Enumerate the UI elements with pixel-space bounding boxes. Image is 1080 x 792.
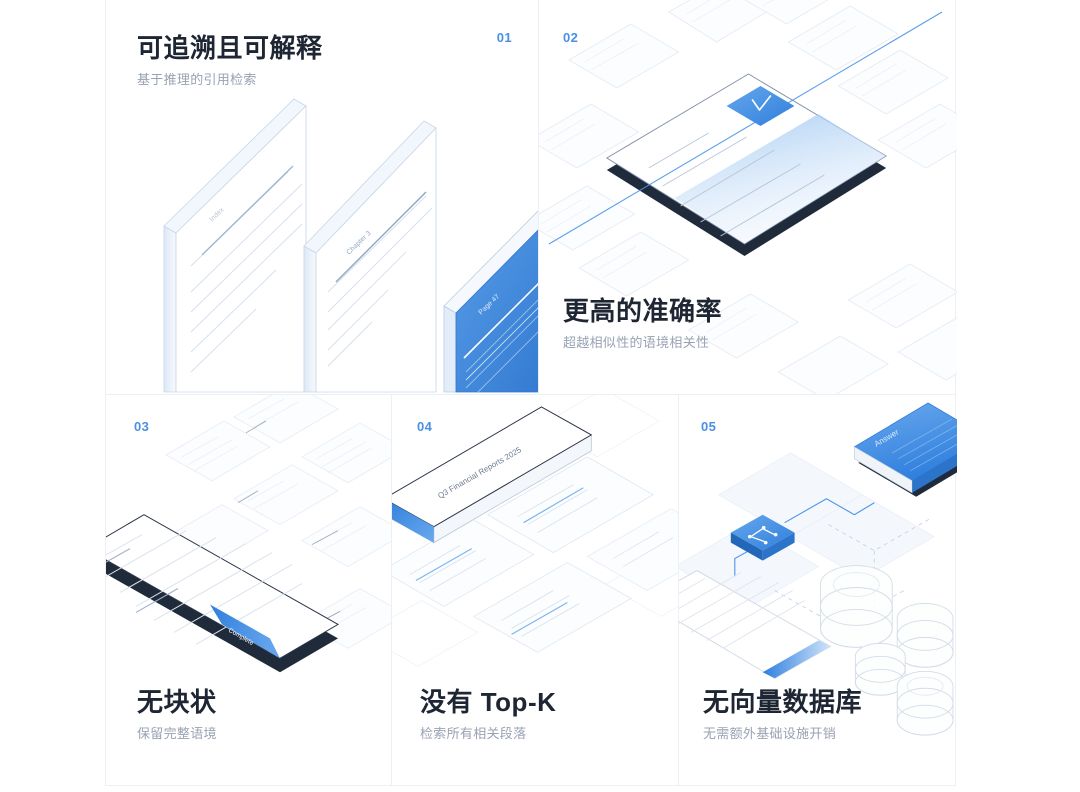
feature-subtitle-03: 保留完整语境 xyxy=(137,726,217,742)
feature-card-04[interactable]: 04 没有 Top-K 检索所有相关段落 xyxy=(391,395,678,786)
feature-subtitle-02: 超越相似性的语境相关性 xyxy=(563,335,710,351)
svg-text:Answer: Answer xyxy=(873,427,901,448)
feature-subtitle-05: 无需额外基础设施开销 xyxy=(703,726,837,742)
feature-title-03: 无块状 xyxy=(137,687,217,717)
feature-card-01[interactable]: 01 可追溯且可解释 基于推理的引用检索 xyxy=(106,0,538,394)
feature-title-04: 没有 Top-K xyxy=(420,687,557,717)
svg-text:Q3 Financial Reports 2025: Q3 Financial Reports 2025 xyxy=(436,445,523,501)
svg-text:Complete: Complete xyxy=(227,627,255,647)
feature-title-05: 无向量数据库 xyxy=(703,687,863,717)
feature-number-05: 05 xyxy=(701,419,717,434)
feature-text-03: 无块状 保留完整语境 xyxy=(137,687,217,743)
feature-subtitle-01: 基于推理的引用检索 xyxy=(137,72,257,88)
svg-text:Chapter 3: Chapter 3 xyxy=(346,230,373,256)
feature-row-bottom: 03 无块状 保留完整语境 xyxy=(106,394,957,786)
feature-grid: 01 可追溯且可解释 基于推理的引用检索 xyxy=(105,0,957,786)
feature-title-02: 更高的准确率 xyxy=(563,296,723,326)
feature-card-02[interactable]: 02 更高的准确率 超越相似性的语境相关性 xyxy=(538,0,957,394)
feature-row-top: 01 可追溯且可解释 基于推理的引用检索 xyxy=(106,0,957,394)
feature-number-01: 01 xyxy=(496,30,512,45)
feature-number-02: 02 xyxy=(563,30,579,45)
feature-text-04: 没有 Top-K 检索所有相关段落 xyxy=(420,687,556,743)
feature-title-01: 可追溯且可解释 xyxy=(137,33,323,63)
svg-text:Index: Index xyxy=(209,206,227,223)
feature-text-01: 可追溯且可解释 基于推理的引用检索 xyxy=(137,33,323,89)
feature-number-03: 03 xyxy=(134,419,150,434)
feature-number-04: 04 xyxy=(417,419,433,434)
feature-card-05[interactable]: 05 无向量数据库 无需额外基础设施开销 xyxy=(678,395,957,786)
feature-subtitle-04: 检索所有相关段落 xyxy=(420,726,527,742)
feature-card-03[interactable]: 03 无块状 保留完整语境 xyxy=(106,395,391,786)
feature-text-05: 无向量数据库 无需额外基础设施开销 xyxy=(703,687,862,743)
feature-text-02: 更高的准确率 超越相似性的语境相关性 xyxy=(563,296,722,352)
svg-text:Page 47: Page 47 xyxy=(478,293,502,316)
